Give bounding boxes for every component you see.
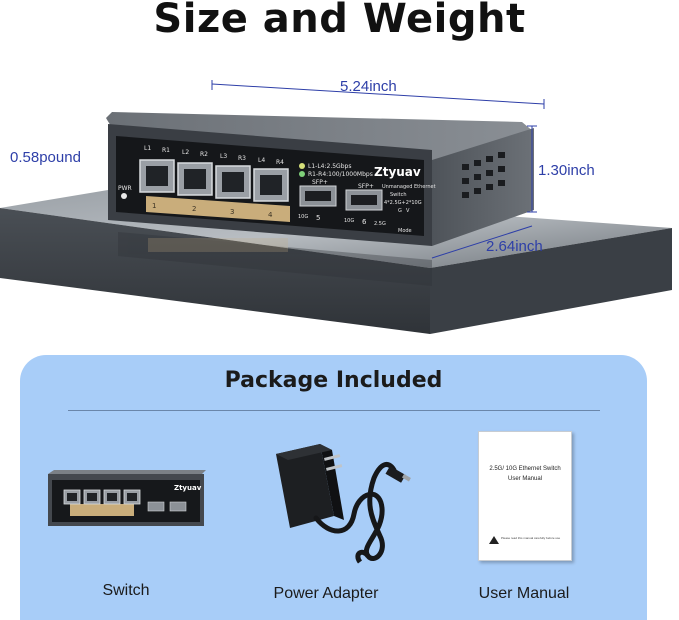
port-number-3: 3: [230, 208, 234, 216]
pwr-label: PWR: [118, 185, 132, 192]
power-adapter-image: [276, 444, 411, 564]
device-subtitle-1: Unmanaged Ethernet: [382, 184, 436, 190]
port-number-strip: [146, 196, 290, 222]
port-number-2: 2: [192, 205, 196, 213]
bottom-label-2: 5: [316, 214, 320, 222]
sfp-label-1: SFP+: [312, 179, 328, 186]
port-label-R4: R4: [276, 159, 284, 166]
thumbnail-brand: Ztyuav: [174, 484, 202, 492]
led-legend-1: L1-L4:2.5Gbps: [308, 163, 351, 170]
manual-title-2: User Manual: [507, 476, 542, 482]
port-label-L3: L3: [220, 153, 227, 160]
length-dimension: 5.24inch: [340, 78, 397, 95]
user-manual-image: 2.5G/ 10G Ethernet Switch User Manual Pl…: [478, 431, 572, 561]
sfp-ports: [299, 185, 383, 211]
dimension-lines: [211, 80, 545, 259]
device-subtitle-2: Switch: [390, 192, 407, 198]
switch-thumbnail: Ztyuav: [48, 470, 206, 526]
platform-front-edge: [0, 208, 430, 334]
adapter-body: [276, 444, 334, 528]
mode-label: Mode: [398, 228, 412, 234]
page-title: Size and Weight: [153, 0, 526, 42]
switch-illustration: L1 R1 L2 R2 L3 R3 L4 R4 PWR L1-L4:2.5Gbp…: [0, 80, 672, 334]
depth-dimension: 2.64inch: [486, 238, 543, 255]
port-number-4: 4: [268, 211, 273, 219]
switch-side-face: [432, 128, 534, 246]
sfp-label-2: SFP+: [358, 183, 374, 190]
bottom-label-3: 10G: [344, 218, 354, 224]
package-item-power-adapter: Power Adapter: [273, 585, 379, 602]
side-vents: [462, 152, 505, 198]
weight-label: 0.58pound: [10, 149, 81, 166]
package-divider: [68, 410, 600, 411]
switch-reflection: [118, 232, 432, 286]
bottom-label-1: 10G: [298, 214, 308, 220]
led-legend-2: R1-R4:100/1000Mbps: [308, 171, 373, 178]
port-label-R3: R3: [238, 155, 246, 162]
package-title: Package Included: [224, 368, 443, 393]
switch-label-g: G: [398, 208, 402, 214]
port-label-L4: L4: [258, 157, 265, 164]
package-item-switch: Switch: [102, 582, 150, 599]
port-label-R1: R1: [162, 147, 170, 154]
bottom-label-4: 6: [362, 218, 367, 226]
device-brand: Ztyuav: [374, 165, 421, 179]
manual-note: Please read this manual carefully before…: [501, 536, 561, 540]
bottom-label-5: 2.5G: [374, 221, 386, 227]
warning-icon: [489, 536, 499, 544]
rj45-ports: [139, 159, 289, 202]
package-item-user-manual: User Manual: [478, 585, 570, 602]
port-label-L2: L2: [182, 149, 189, 156]
manual-title-1: 2.5G/ 10G Ethernet Switch: [489, 466, 561, 472]
port-label-R2: R2: [200, 151, 208, 158]
port-label-L1: L1: [144, 145, 151, 152]
height-dimension: 1.30inch: [538, 162, 595, 179]
platform-right-edge: [430, 228, 672, 334]
switch-label-v: V: [406, 208, 410, 214]
port-number-1: 1: [152, 202, 156, 210]
device-subtitle-3: 4*2.5G+2*10G: [384, 200, 422, 206]
